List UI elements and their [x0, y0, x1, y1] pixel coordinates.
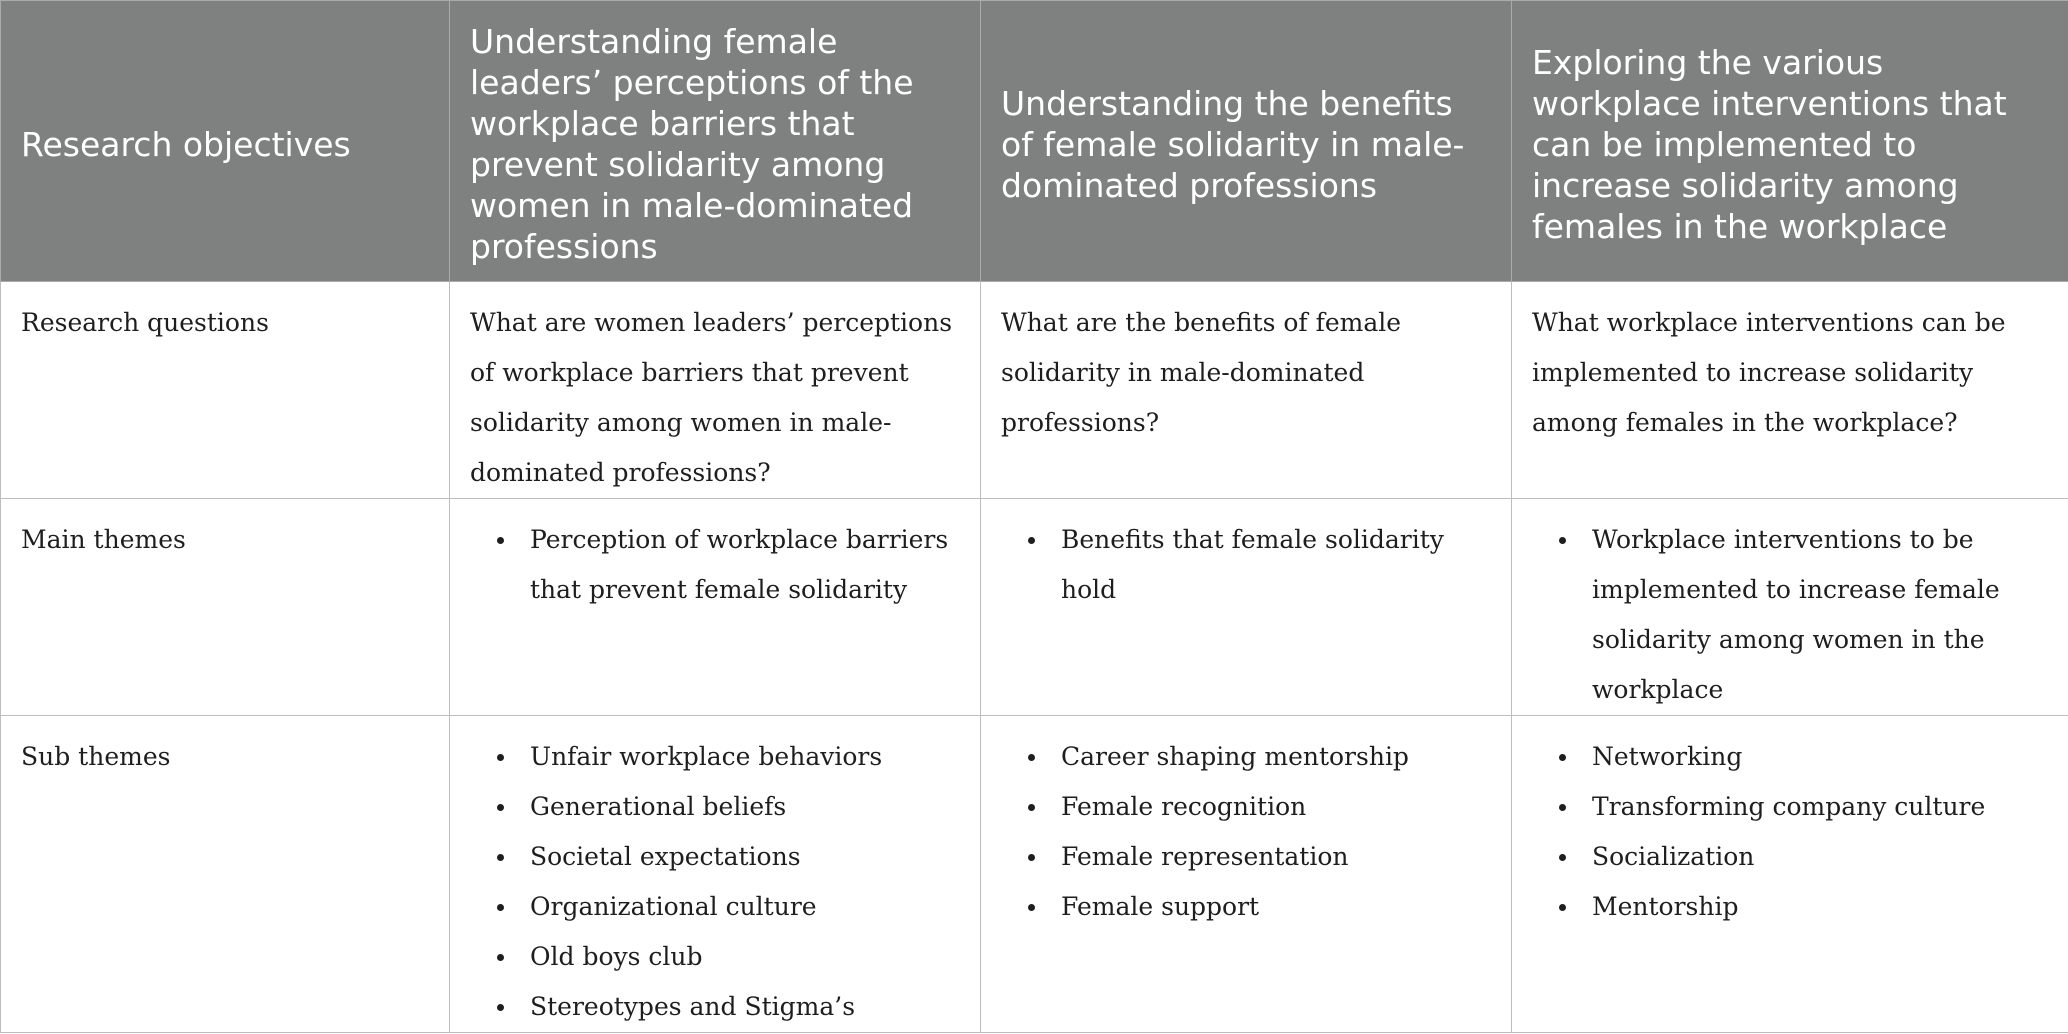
list-item: Benefits that female solidarity hold [1028, 515, 1491, 615]
list-item-text: Societal expectations [530, 842, 801, 871]
bullet-icon [497, 754, 504, 761]
list-item: Organizational culture [497, 882, 960, 932]
list-item-text: Workplace interventions to be implemente… [1592, 525, 2000, 704]
bullet-icon [1559, 804, 1566, 811]
list-item-text: Old boys club [530, 942, 703, 971]
list-item-text: Female representation [1061, 842, 1349, 871]
table-row-research-questions: Research questions What are women leader… [0, 281, 2068, 499]
list-item-text: Career shaping mentorship [1061, 742, 1409, 771]
list-item: Societal expectations [497, 832, 960, 882]
main-theme-cell: Workplace interventions to be implemente… [1511, 498, 2068, 716]
list-item-text: Generational beliefs [530, 792, 787, 821]
list-item: Mentorship [1559, 882, 2048, 932]
list-item: Networking [1559, 732, 2048, 782]
bullet-icon [1559, 904, 1566, 911]
list-item-text: Female support [1061, 892, 1260, 921]
bullet-icon [1559, 537, 1566, 544]
header-research-objectives: Research objectives [0, 0, 450, 282]
bullet-icon [497, 854, 504, 861]
list-item-text: Mentorship [1592, 892, 1739, 921]
header-row: Research objectives Understanding female… [0, 0, 2068, 282]
list-item: Perception of workplace barriers that pr… [497, 515, 960, 615]
list-item-text: Networking [1592, 742, 1743, 771]
list-item-text: Socialization [1592, 842, 1755, 871]
header-objective-2: Understanding the benefits of female sol… [980, 0, 1512, 282]
main-theme-cell: Benefits that female solidarity hold [980, 498, 1512, 716]
row-label-main-themes: Main themes [0, 498, 450, 716]
list-item: Female recognition [1028, 782, 1491, 832]
row-label-research-questions: Research questions [0, 281, 450, 499]
list-item: Workplace interventions to be implemente… [1559, 515, 2048, 715]
research-question-3: What workplace interventions can be impl… [1511, 281, 2068, 499]
list-item: Unfair workplace behaviors [497, 732, 960, 782]
list-item-text: Transforming company culture [1592, 792, 1986, 821]
bullet-icon [497, 537, 504, 544]
list-item-text: Perception of workplace barriers that pr… [530, 525, 949, 604]
list-item: Stereotypes and Stigma’s [497, 982, 960, 1032]
research-question-1: What are women leaders’ perceptions of w… [449, 281, 981, 499]
bullet-icon [1028, 754, 1035, 761]
list-item-text: Unfair workplace behaviors [530, 742, 883, 771]
header-objective-3: Exploring the various workplace interven… [1511, 0, 2068, 282]
list-item: Socialization [1559, 832, 2048, 882]
bullet-icon [1559, 754, 1566, 761]
list-item: Female representation [1028, 832, 1491, 882]
row-label-sub-themes: Sub themes [0, 715, 450, 1033]
bullet-icon [1028, 804, 1035, 811]
bullet-icon [497, 904, 504, 911]
research-question-2: What are the benefits of female solidari… [980, 281, 1512, 499]
main-theme-cell: Perception of workplace barriers that pr… [449, 498, 981, 716]
list-item: Career shaping mentorship [1028, 732, 1491, 782]
list-item: Generational beliefs [497, 782, 960, 832]
bullet-icon [497, 1004, 504, 1011]
list-item-text: Female recognition [1061, 792, 1307, 821]
bullet-icon [497, 954, 504, 961]
list-item-text: Benefits that female solidarity hold [1061, 525, 1444, 604]
bullet-icon [497, 804, 504, 811]
list-item: Old boys club [497, 932, 960, 982]
bullet-icon [1028, 904, 1035, 911]
bullet-icon [1028, 537, 1035, 544]
bullet-icon [1559, 854, 1566, 861]
list-item: Transforming company culture [1559, 782, 2048, 832]
list-item: Female support [1028, 882, 1491, 932]
list-item-text: Stereotypes and Stigma’s [530, 992, 856, 1021]
bullet-icon [1028, 854, 1035, 861]
list-item-text: Organizational culture [530, 892, 817, 921]
table-row-main-themes: Main themes Perception of workplace barr… [0, 498, 2068, 716]
header-objective-1: Understanding female leaders’ perception… [449, 0, 981, 282]
